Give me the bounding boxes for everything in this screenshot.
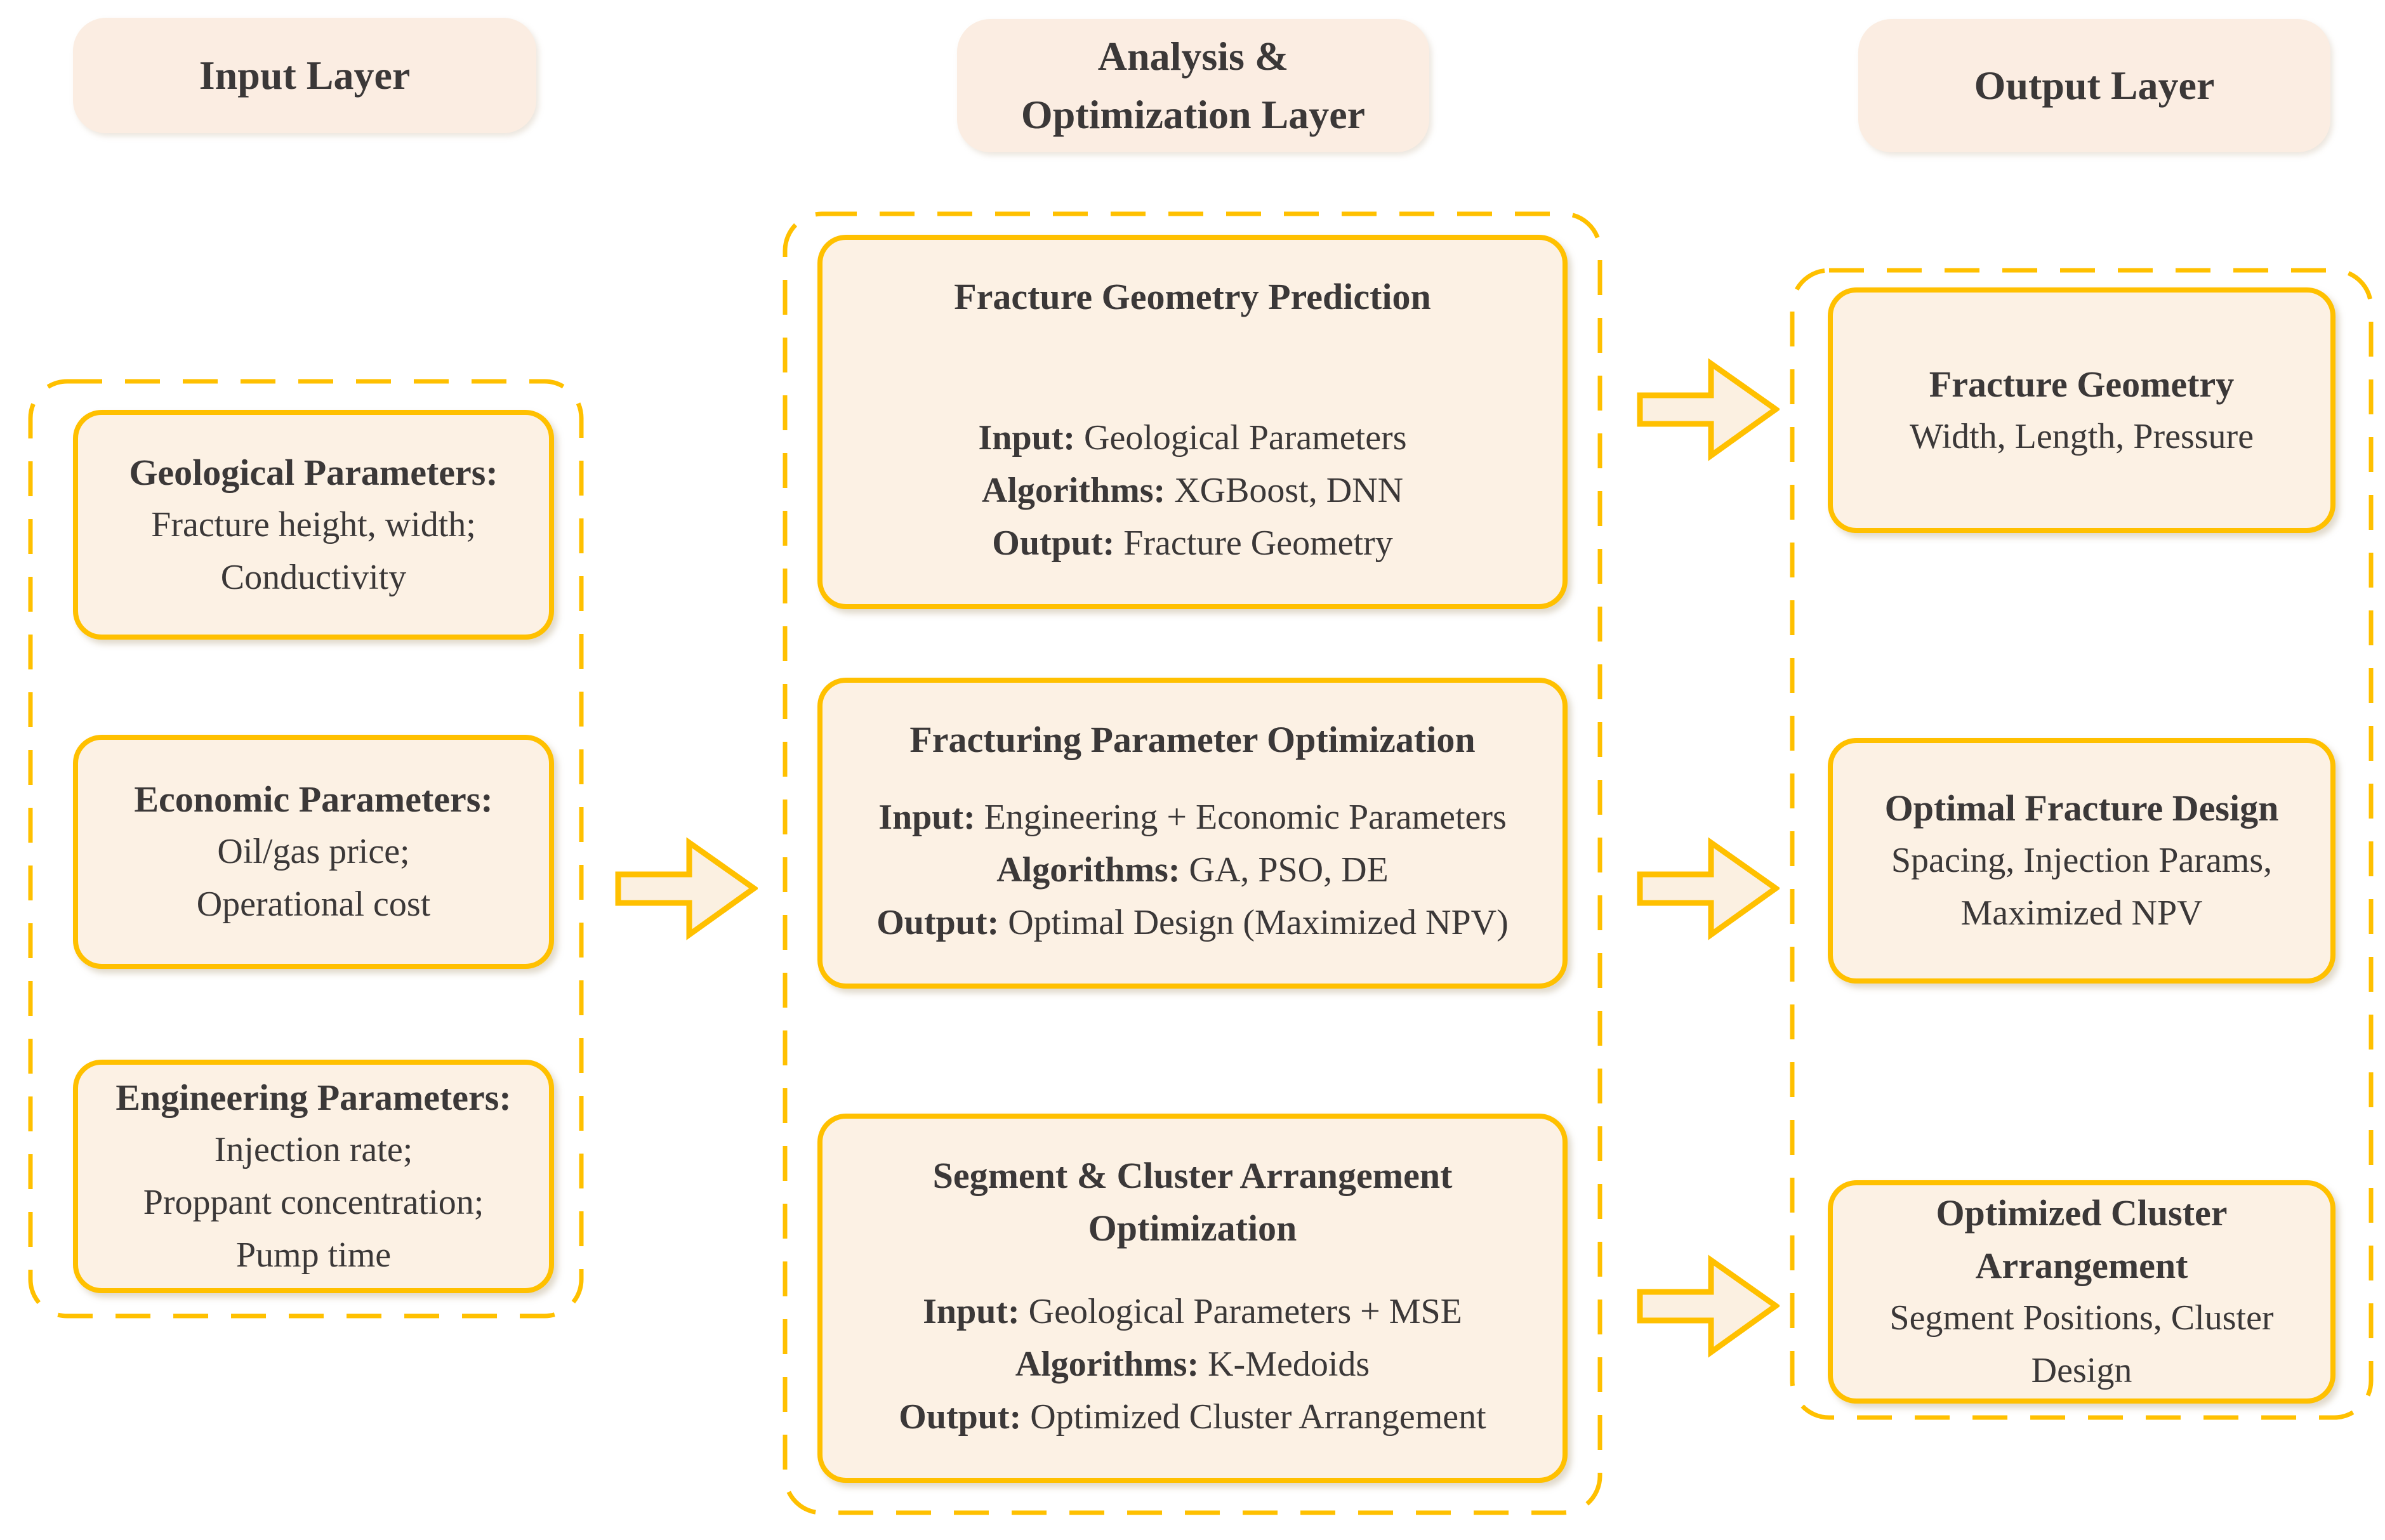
optimal-fracture-design-title: Optimal Fracture Design — [1884, 787, 2279, 829]
cluster-input-value: Geological Parameters + MSE — [1028, 1292, 1462, 1331]
input-layer-group-border — [28, 379, 584, 1319]
geological-parameters-title: Geological Parameters: — [129, 451, 498, 493]
cluster-algorithms-label: Algorithms: — [1015, 1345, 1199, 1384]
param-opt-input-row: Input:Engineering + Economic Parameters — [876, 791, 1508, 844]
fracture-geometry-prediction-box: Fracture Geometry Prediction Input:Geolo… — [817, 235, 1568, 609]
param-opt-output-row: Output:Optimal Design (Maximized NPV) — [876, 897, 1508, 949]
fracture-geometry-output-line1: Width, Length, Pressure — [1909, 416, 2254, 456]
prediction-output-label: Output: — [992, 523, 1115, 563]
fracturing-parameter-optimization-body: Input:Engineering + Economic Parameters … — [876, 791, 1508, 949]
economic-parameters-line1: Oil/gas price; — [217, 832, 410, 871]
prediction-algorithms-row: Algorithms:XGBoost, DNN — [979, 464, 1407, 517]
engineering-parameters-line3: Pump time — [235, 1235, 392, 1275]
analysis-layer-header-line1: Analysis & — [1097, 34, 1289, 79]
param-opt-algorithms-value: GA, PSO, DE — [1189, 850, 1389, 890]
economic-parameters-line2: Operational cost — [196, 885, 431, 924]
analysis-layer-header: Analysis & Optimization Layer — [957, 19, 1429, 152]
param-opt-input-label: Input: — [878, 798, 975, 837]
prediction-input-label: Input: — [978, 418, 1076, 457]
geological-parameters-box: Geological Parameters: Fracture height, … — [73, 410, 554, 640]
optimized-cluster-arrangement-box: Optimized Cluster Arrangement Segment Po… — [1828, 1180, 2335, 1404]
analysis-layer-group-border — [783, 211, 1602, 1515]
cluster-to-arrangement-arrow-icon — [1637, 1254, 1780, 1358]
prediction-algorithms-label: Algorithms: — [981, 471, 1166, 510]
cluster-input-row: Input:Geological Parameters + MSE — [899, 1286, 1486, 1338]
optimization-to-design-arrow-icon — [1637, 837, 1780, 940]
optimized-cluster-title-line2: Arrangement — [1975, 1245, 2188, 1286]
fracturing-parameter-optimization-title-wrap: Fracturing Parameter Optimization — [909, 713, 1475, 766]
geological-parameters-line2: Conductivity — [220, 557, 407, 597]
param-opt-algorithms-row: Algorithms:GA, PSO, DE — [876, 844, 1508, 897]
optimal-fracture-design-box: Optimal Fracture Design Spacing, Injecti… — [1828, 738, 2335, 984]
output-layer-group-border — [1790, 268, 2374, 1420]
cluster-output-label: Output: — [899, 1397, 1022, 1437]
output-layer-header: Output Layer — [1858, 19, 2330, 152]
economic-parameters-title: Economic Parameters: — [134, 779, 493, 820]
input-layer-header-label: Input Layer — [199, 53, 411, 98]
param-opt-algorithms-label: Algorithms: — [996, 850, 1180, 890]
engineering-parameters-title: Engineering Parameters: — [116, 1077, 512, 1118]
engineering-parameters-line2: Proppant concentration; — [143, 1183, 484, 1222]
segment-cluster-title-line1: Segment & Cluster Arrangement — [932, 1155, 1453, 1196]
analysis-layer-header-line2: Optimization Layer — [1021, 92, 1366, 137]
cluster-output-row: Output:Optimized Cluster Arrangement — [899, 1391, 1486, 1444]
prediction-output-row: Output:Fracture Geometry — [979, 517, 1407, 570]
optimized-cluster-line1: Segment Positions, Cluster — [1889, 1298, 2274, 1338]
prediction-input-value: Geological Parameters — [1084, 418, 1407, 457]
optimal-fracture-design-line2: Maximized NPV — [1960, 893, 2203, 933]
fracture-geometry-output-box: Fracture Geometry Width, Length, Pressur… — [1828, 287, 2335, 533]
fracture-geometry-prediction-title-wrap: Fracture Geometry Prediction — [954, 270, 1431, 323]
prediction-output-value: Fracture Geometry — [1123, 523, 1393, 563]
fracture-geometry-prediction-body: Input:Geological Parameters Algorithms:X… — [979, 412, 1407, 570]
fracturing-parameter-optimization-title: Fracturing Parameter Optimization — [909, 719, 1476, 760]
segment-cluster-title-wrap: Segment & Cluster Arrangement Optimizati… — [933, 1149, 1453, 1254]
input-to-analysis-arrow-icon — [615, 837, 758, 940]
fracture-geometry-prediction-title: Fracture Geometry Prediction — [954, 276, 1431, 317]
fracturing-parameter-optimization-box: Fracturing Parameter Optimization Input:… — [817, 678, 1568, 989]
segment-cluster-title-line2: Optimization — [1088, 1208, 1297, 1249]
geological-parameters-line1: Fracture height, width; — [151, 504, 476, 544]
fracture-geometry-output-title: Fracture Geometry — [1929, 363, 2235, 405]
engineering-parameters-line1: Injection rate; — [214, 1130, 413, 1169]
prediction-input-row: Input:Geological Parameters — [979, 412, 1407, 464]
engineering-parameters-box: Engineering Parameters: Injection rate; … — [73, 1060, 554, 1293]
optimized-cluster-line2: Design — [2031, 1351, 2132, 1390]
segment-cluster-arrangement-box: Segment & Cluster Arrangement Optimizati… — [817, 1114, 1568, 1483]
segment-cluster-body: Input:Geological Parameters + MSE Algori… — [899, 1286, 1486, 1444]
param-opt-output-label: Output: — [876, 903, 1000, 942]
input-layer-header: Input Layer — [73, 18, 536, 133]
cluster-input-label: Input: — [923, 1292, 1020, 1331]
optimized-cluster-title-line1: Optimized Cluster — [1936, 1192, 2228, 1234]
param-opt-input-value: Engineering + Economic Parameters — [984, 798, 1507, 837]
output-layer-header-label: Output Layer — [1974, 63, 2215, 108]
prediction-algorithms-value: XGBoost, DNN — [1174, 471, 1404, 510]
economic-parameters-box: Economic Parameters: Oil/gas price; Oper… — [73, 735, 554, 969]
cluster-algorithms-value: K-Medoids — [1208, 1345, 1370, 1384]
cluster-output-value: Optimized Cluster Arrangement — [1030, 1397, 1486, 1437]
prediction-to-geometry-arrow-icon — [1637, 358, 1780, 461]
param-opt-output-value: Optimal Design (Maximized NPV) — [1008, 903, 1509, 942]
cluster-algorithms-row: Algorithms:K-Medoids — [899, 1338, 1486, 1391]
optimal-fracture-design-line1: Spacing, Injection Params, — [1891, 841, 2273, 880]
